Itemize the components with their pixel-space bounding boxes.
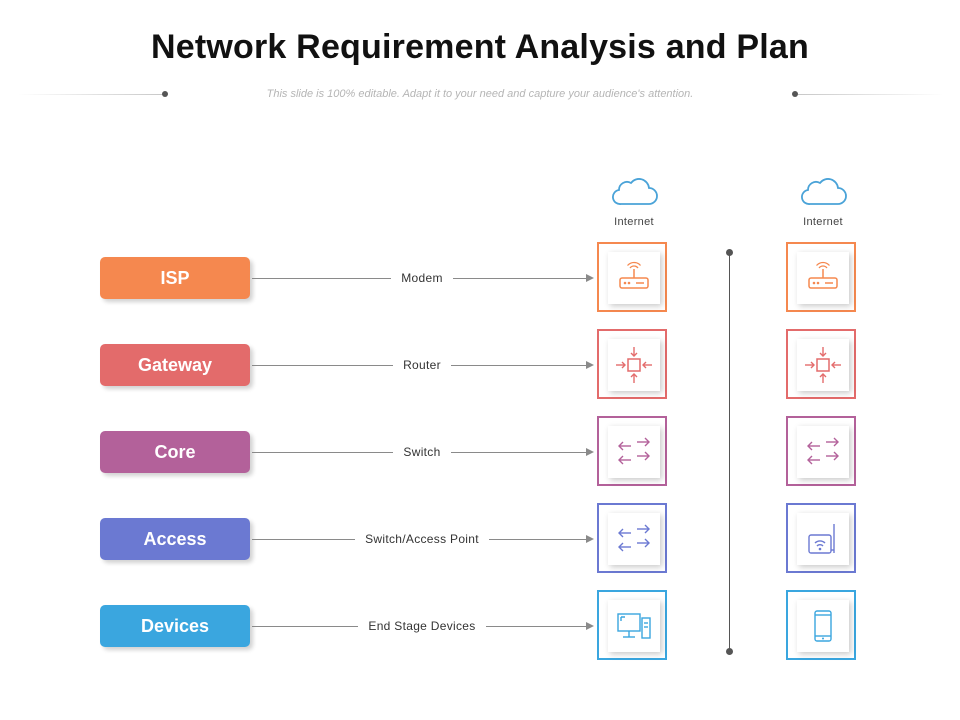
- subtitle-divider-left: [18, 94, 164, 95]
- layer-access: Access: [100, 518, 250, 560]
- router-icon: [805, 347, 841, 383]
- layer-label: Core: [154, 441, 196, 462]
- device-box-switch: [786, 416, 856, 486]
- subtitle-divider-right: [798, 94, 944, 95]
- page-title: Network Requirement Analysis and Plan: [151, 28, 809, 66]
- layer-devices: Devices: [100, 605, 250, 647]
- layer-label: ISP: [160, 267, 190, 288]
- connector-label: Switch: [252, 445, 592, 459]
- device-box-end-devices: [597, 590, 667, 660]
- switch-icon: [618, 524, 650, 552]
- internet-label: Internet: [803, 216, 843, 228]
- device-box-switch-access-point: [597, 503, 667, 573]
- switch-icon: [618, 437, 650, 465]
- modem-icon: [808, 261, 838, 289]
- smartphone-icon: [814, 610, 832, 642]
- layer-label: Access: [143, 528, 207, 549]
- internet-label: Internet: [614, 216, 654, 228]
- layer-isp: ISP: [100, 257, 250, 299]
- access-point-icon: [808, 524, 835, 554]
- modem-icon: [619, 261, 649, 289]
- device-box-modem: [786, 242, 856, 312]
- divider-dot-top: [726, 249, 733, 256]
- device-box-router: [597, 329, 667, 399]
- cloud-icon: [801, 178, 847, 205]
- layer-label: Devices: [140, 615, 210, 636]
- divider-dot-bottom: [726, 648, 733, 655]
- connector-label: Router: [252, 358, 592, 372]
- connector-label: End Stage Devices: [252, 619, 592, 633]
- switch-icon: [807, 437, 839, 465]
- desktop-computer-icon: [617, 613, 651, 639]
- column-divider: [729, 252, 730, 652]
- layer-label: Gateway: [137, 354, 213, 375]
- device-box-switch: [597, 416, 667, 486]
- router-icon: [616, 347, 652, 383]
- layer-gateway: Gateway: [100, 344, 250, 386]
- device-box-access-point: [786, 503, 856, 573]
- subtitle-divider-dot-right: [792, 91, 798, 97]
- connector-label: Modem: [252, 271, 592, 285]
- device-box-router: [786, 329, 856, 399]
- page-subtitle: This slide is 100% editable. Adapt it to…: [266, 88, 694, 100]
- connector-label: Switch/Access Point: [252, 532, 592, 546]
- layer-core: Core: [100, 431, 250, 473]
- device-box-smartphone: [786, 590, 856, 660]
- device-box-modem: [597, 242, 667, 312]
- cloud-icon: [612, 178, 658, 205]
- subtitle-divider-dot-left: [162, 91, 168, 97]
